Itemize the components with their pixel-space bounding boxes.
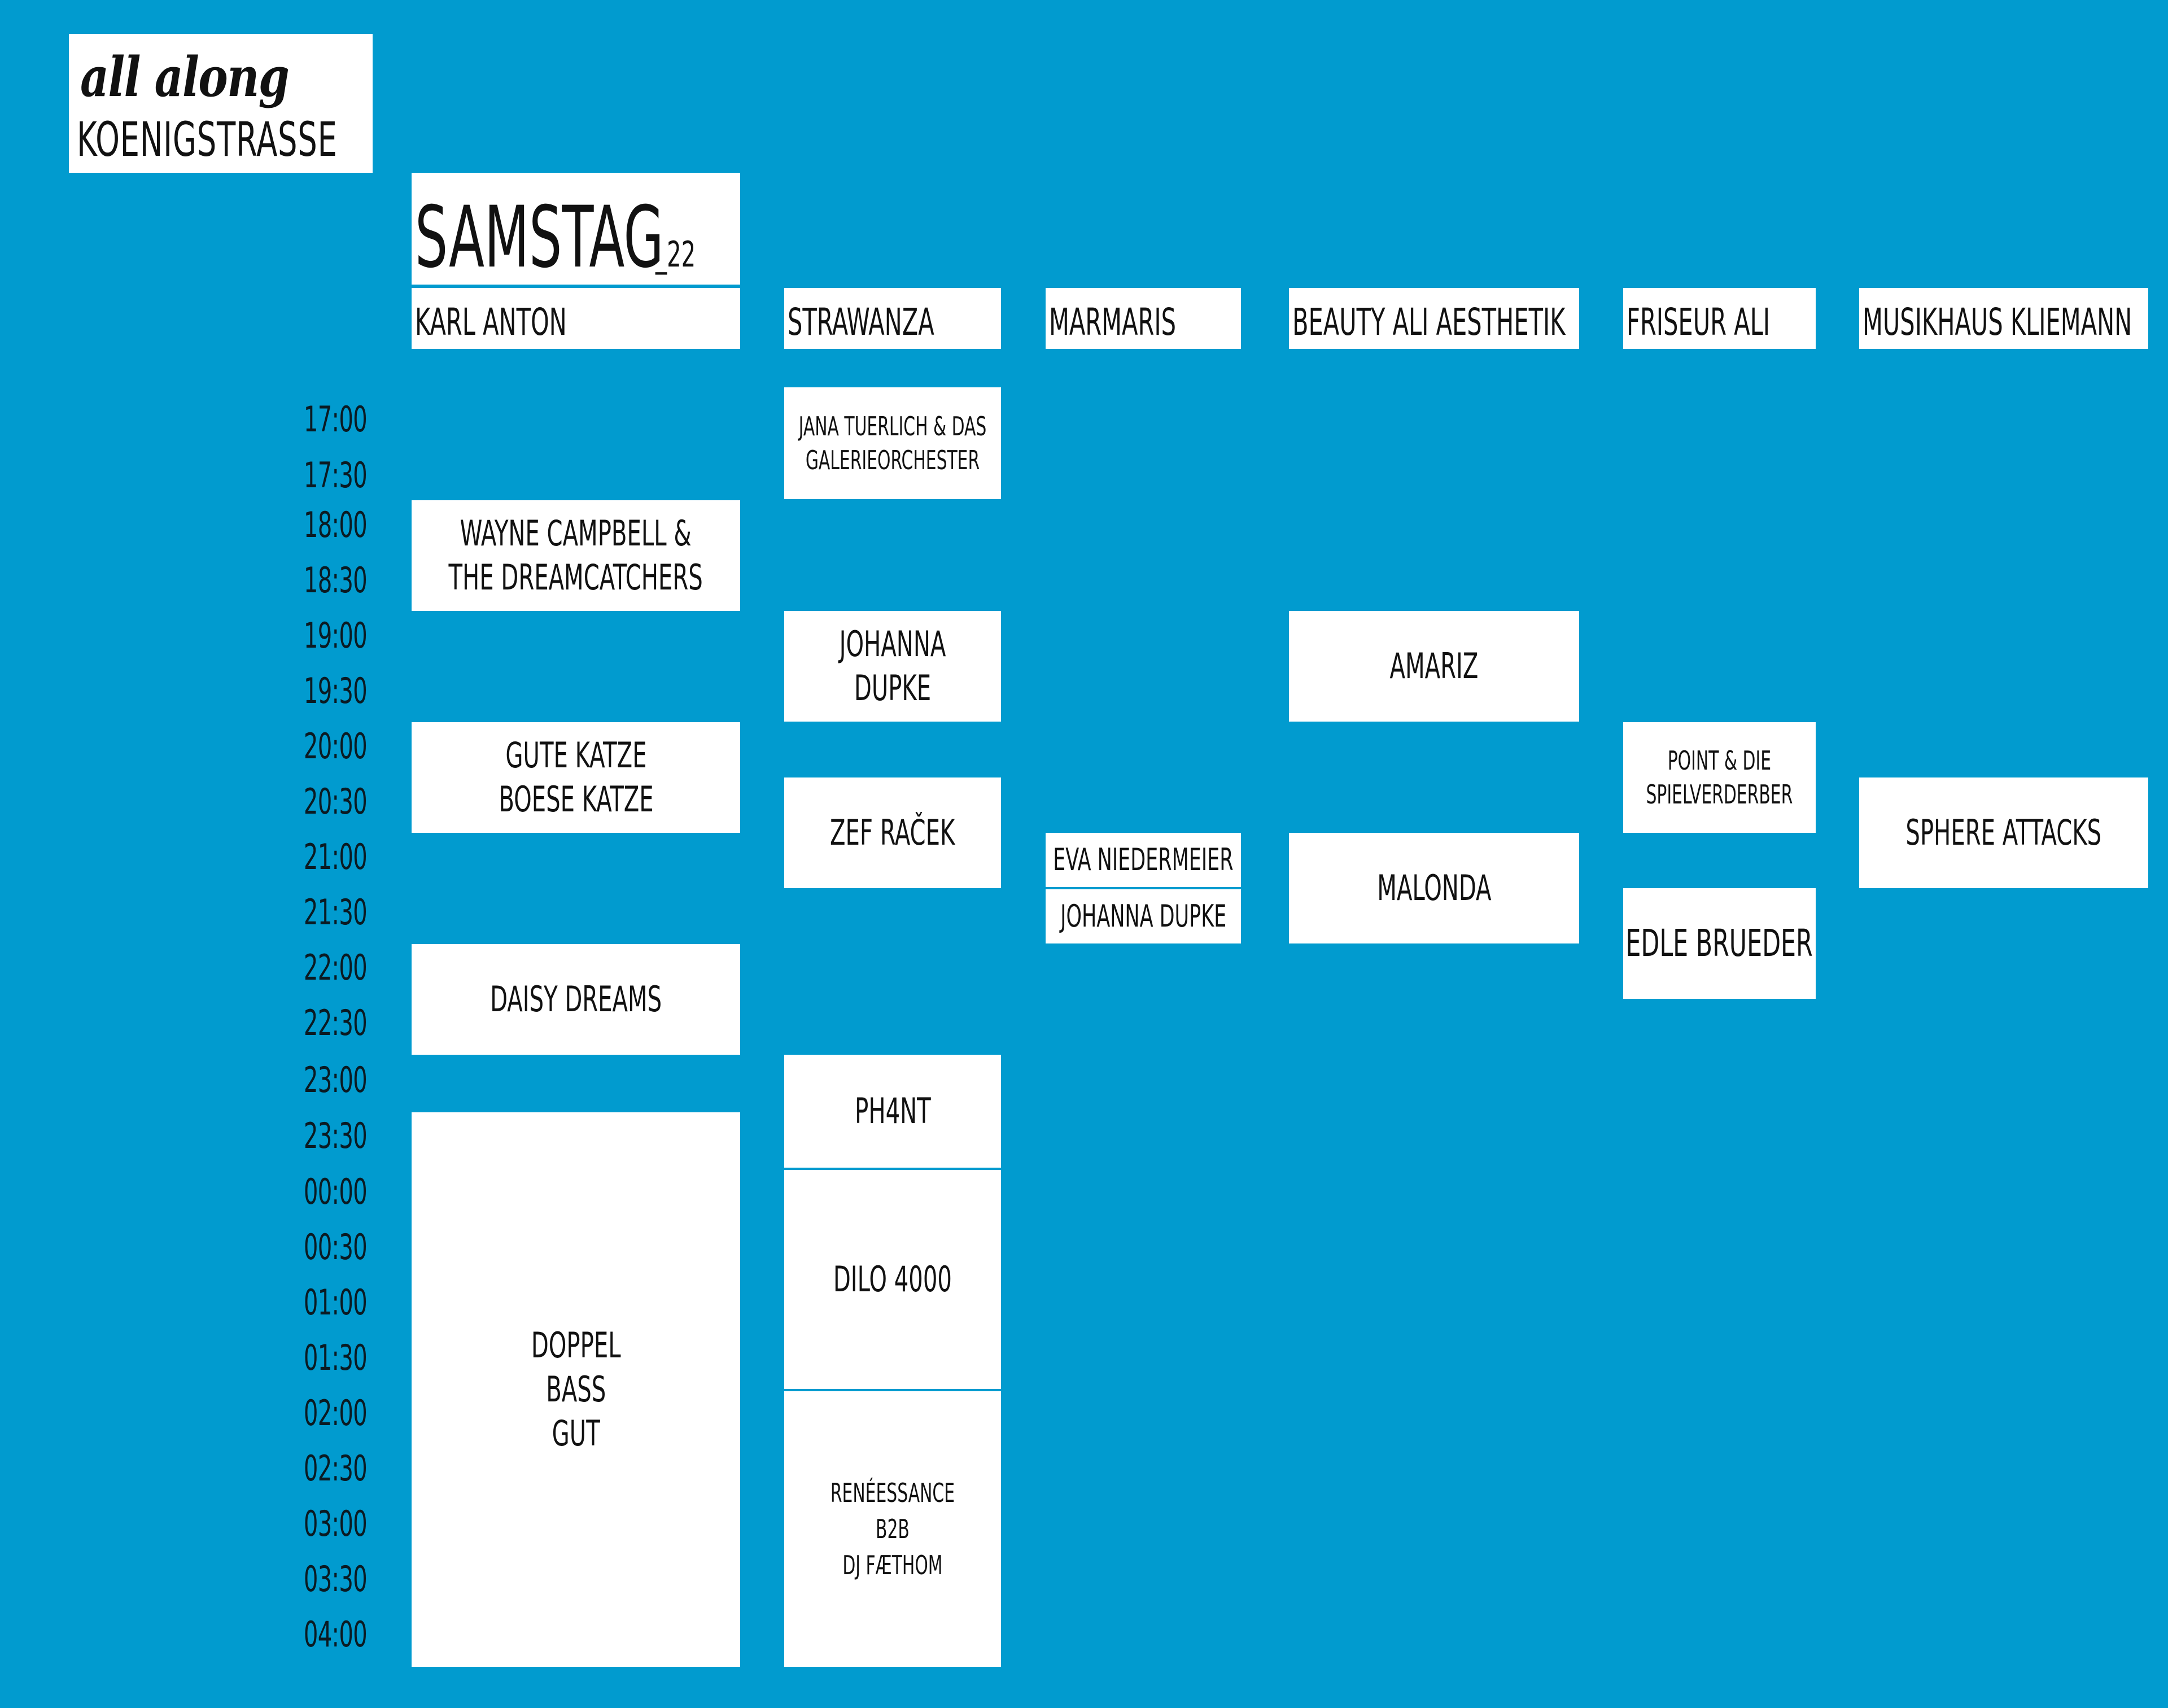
act-wayne-campbell[interactable]: WAYNE CAMPBELL & THE DREAMCATCHERS [412, 500, 740, 611]
logo-street: KOENIGSTRASSE [77, 112, 338, 167]
act-line: ZEF RAČEK [830, 812, 955, 853]
act-line: WAYNE CAMPBELL & [460, 513, 692, 554]
time-label: 19:00 [303, 615, 368, 656]
act-jana-tuerlich[interactable]: JANA TUERLICH & DAS GALERIEORCHESTER [784, 387, 1001, 499]
time-label: 23:00 [303, 1059, 368, 1100]
time-label: 01:00 [303, 1282, 368, 1323]
time-label: 17:30 [303, 455, 368, 496]
act-line: GUT [552, 1413, 600, 1454]
time-label: 21:30 [303, 892, 368, 933]
time-label: 19:30 [303, 670, 368, 711]
act-line: POINT & DIE [1667, 745, 1772, 776]
act-daisy-dreams[interactable]: DAISY DREAMS [412, 944, 740, 1055]
time-label: 20:00 [303, 726, 368, 767]
time-label: 03:30 [303, 1558, 368, 1600]
act-line: JANA TUERLICH & DAS [798, 411, 987, 442]
act-doppel-bass-gut[interactable]: DOPPEL BASS GUT [412, 1112, 740, 1667]
act-line: JOHANNA [839, 623, 946, 665]
act-johanna-dupke-marmaris[interactable]: JOHANNA DUPKE [1046, 887, 1241, 943]
act-line: BASS [545, 1369, 606, 1410]
time-label: 23:30 [303, 1115, 368, 1156]
time-label: 02:30 [303, 1448, 368, 1489]
venue-label: BEAUTY ALI AESTHETIK [1292, 300, 1566, 344]
time-label: 03:00 [303, 1503, 368, 1544]
act-line: GUTE KATZE [505, 735, 647, 776]
act-line: EVA NIEDERMEIER [1053, 842, 1234, 877]
act-line: DUPKE [854, 667, 932, 709]
act-sphere-attacks[interactable]: SPHERE ATTACKS [1859, 777, 2148, 888]
time-label: 00:30 [303, 1226, 368, 1268]
act-line: SPHERE ATTACKS [1905, 812, 2102, 853]
time-label: 18:30 [303, 560, 368, 601]
venue-musikhaus-kliemann: MUSIKHAUS KLIEMANN [1859, 288, 2148, 349]
venue-marmaris: MARMARIS [1046, 288, 1241, 349]
act-amariz[interactable]: AMARIZ [1289, 611, 1579, 722]
time-label: 18:00 [303, 504, 368, 545]
act-reneessance[interactable]: RENÉESSANCE B2B DJ FÆTHOM [784, 1389, 1001, 1667]
act-point-spielverderber[interactable]: POINT & DIE SPIELVERDERBER [1623, 722, 1816, 833]
logo-brand: all along [80, 45, 290, 109]
act-line: RENÉESSANCE [830, 1478, 955, 1508]
time-label: 00:00 [303, 1171, 368, 1212]
act-ph4nt[interactable]: PH4NT [784, 1055, 1001, 1168]
act-line: SPIELVERDERBER [1646, 779, 1793, 810]
time-label: 22:30 [303, 1002, 368, 1043]
act-malonda[interactable]: MALONDA [1289, 833, 1579, 943]
time-label: 17:00 [303, 399, 368, 440]
act-line: BOESE KATZE [498, 779, 654, 820]
act-johanna-dupke-strawanza[interactable]: JOHANNA DUPKE [784, 611, 1001, 722]
venue-label: KARL ANTON [415, 300, 567, 344]
venue-label: MARMARIS [1049, 300, 1176, 344]
act-edle-brueder[interactable]: EDLE BRUEDER [1623, 888, 1816, 999]
act-gute-katze[interactable]: GUTE KATZE BOESE KATZE [412, 722, 740, 833]
time-label: 22:00 [303, 947, 368, 988]
time-label: 21:00 [303, 836, 368, 877]
act-zef-racek[interactable]: ZEF RAČEK [784, 777, 1001, 888]
time-label: 20:30 [303, 781, 368, 822]
venue-label: STRAWANZA [788, 300, 934, 344]
time-label: 01:30 [303, 1337, 368, 1378]
act-line: DJ FÆTHOM [842, 1550, 943, 1580]
day-header: SAMSTAG _22 [412, 173, 740, 287]
act-line: EDLE BRUEDER [1625, 921, 1813, 965]
act-line: DILO 4000 [833, 1259, 952, 1300]
act-line: DAISY DREAMS [489, 979, 662, 1020]
time-label: 04:00 [303, 1614, 368, 1655]
act-dilo-4000[interactable]: DILO 4000 [784, 1168, 1001, 1389]
venue-friseur-ali: FRISEUR ALI [1623, 288, 1816, 349]
act-line: PH4NT [854, 1090, 931, 1132]
act-line: AMARIZ [1389, 645, 1479, 687]
act-line: DOPPEL [531, 1325, 621, 1366]
act-line: GALERIEORCHESTER [805, 445, 980, 475]
act-line: B2B [876, 1514, 910, 1544]
act-line: MALONDA [1376, 867, 1492, 908]
time-label: 02:00 [303, 1392, 368, 1434]
day-number: _22 [655, 234, 696, 275]
venue-label: MUSIKHAUS KLIEMANN [1863, 300, 2132, 344]
venue-strawanza: STRAWANZA [784, 288, 1001, 349]
act-line: JOHANNA DUPKE [1060, 898, 1227, 934]
day-name: SAMSTAG [415, 189, 664, 287]
act-line: THE DREAMCATCHERS [448, 557, 703, 598]
venue-label: FRISEUR ALI [1627, 300, 1771, 344]
venue-karl-anton: KARL ANTON [412, 288, 740, 349]
act-eva-niedermeier[interactable]: EVA NIEDERMEIER [1046, 833, 1241, 887]
venue-beauty-ali-aesthetik: BEAUTY ALI AESTHETIK [1289, 288, 1579, 349]
festival-logo: all along KOENIGSTRASSE [69, 34, 373, 173]
